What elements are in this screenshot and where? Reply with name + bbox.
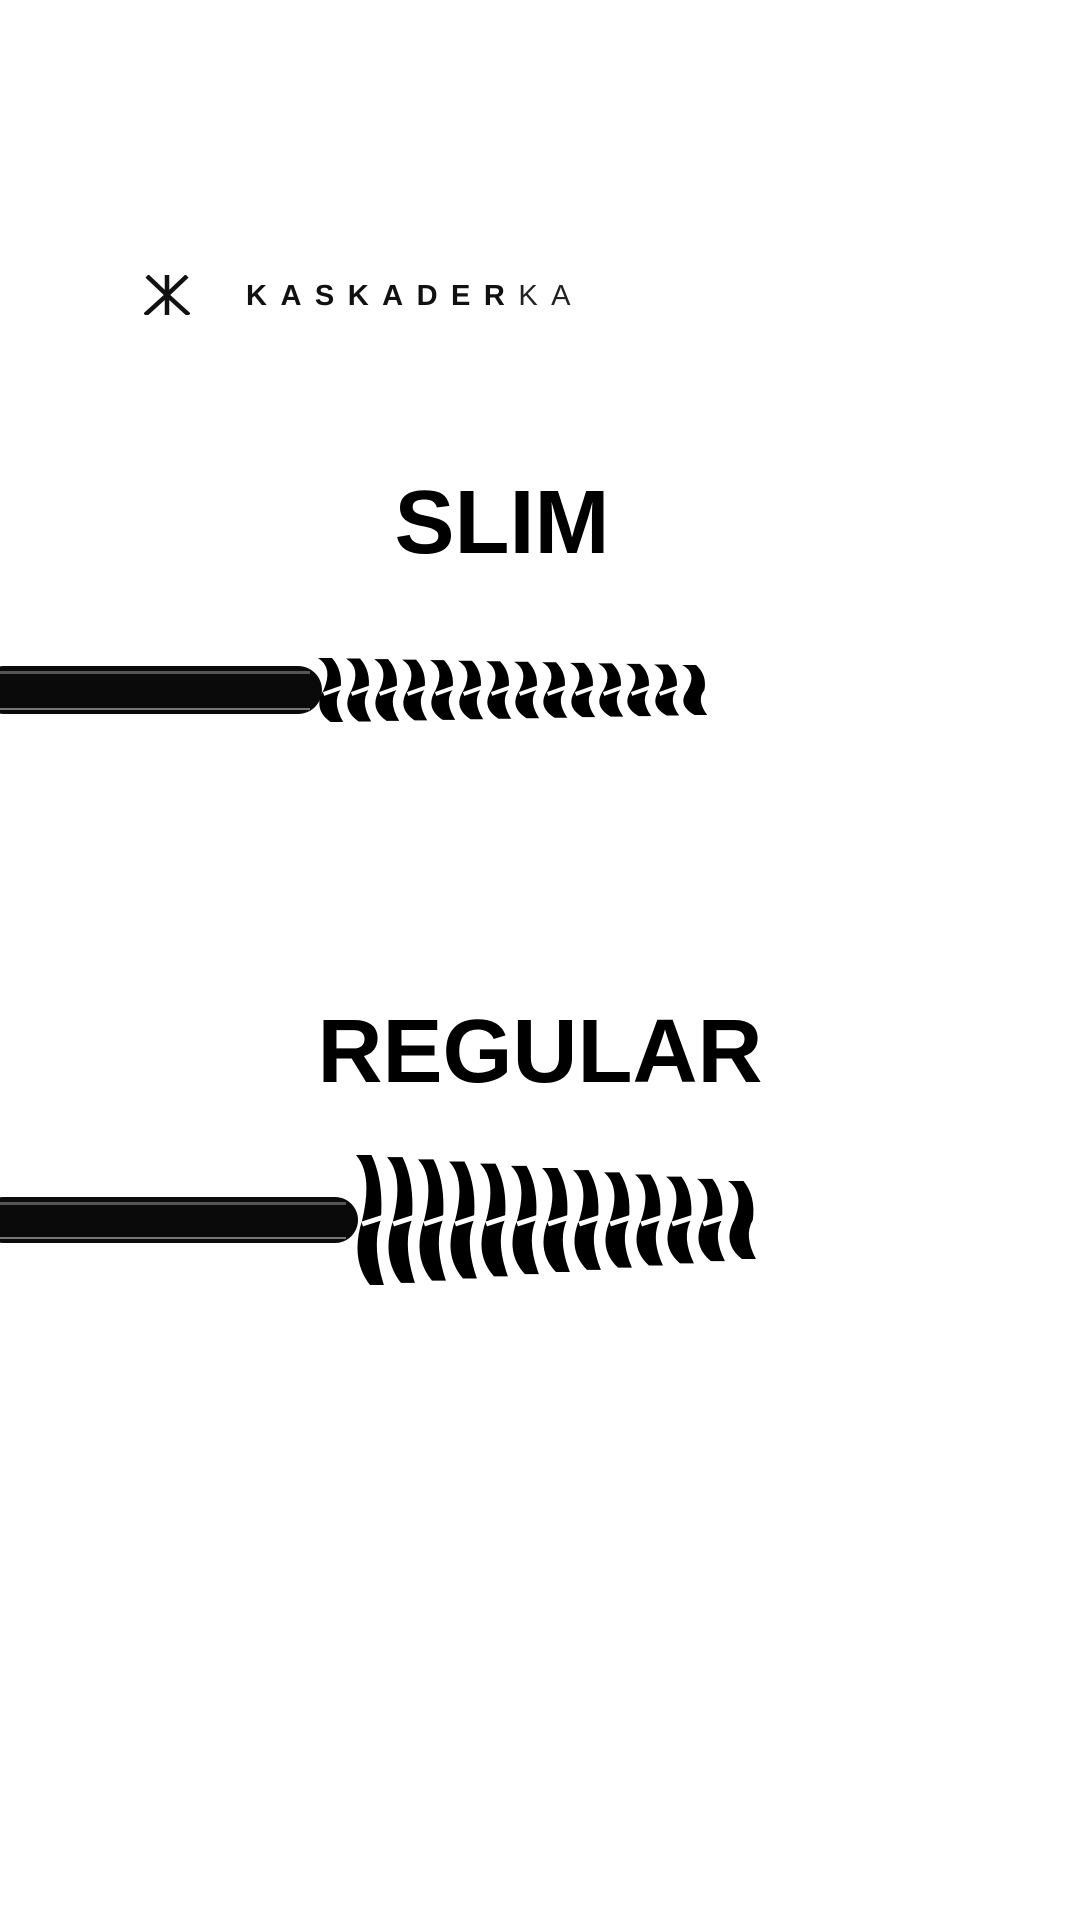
wand-highlight: [0, 1202, 346, 1205]
slim-label: SLIM: [394, 473, 610, 573]
brush-core-spiral: [361, 1213, 729, 1227]
logo-mark-icon: [144, 275, 190, 315]
brand-name: KASKADERKA: [246, 280, 584, 313]
bristles: [318, 658, 708, 722]
brush-core-spiral: [322, 684, 683, 696]
regular-label: REGULAR: [317, 1002, 763, 1102]
brand-name-light: KA: [518, 280, 585, 312]
wand-highlight: [0, 1237, 346, 1239]
wand-highlight: [0, 671, 310, 674]
bristle-tuft: [682, 665, 708, 715]
bristle-tuft: [728, 1181, 756, 1259]
wand-highlight: [0, 708, 310, 710]
regular-brush-image: [0, 1155, 756, 1285]
slim-brush-image: [0, 658, 708, 722]
brand-logo: KASKADERKA: [144, 274, 571, 316]
wand-handle: [0, 1197, 358, 1243]
wand-handle: [0, 666, 322, 714]
brand-name-bold: KASKADER: [246, 280, 519, 312]
